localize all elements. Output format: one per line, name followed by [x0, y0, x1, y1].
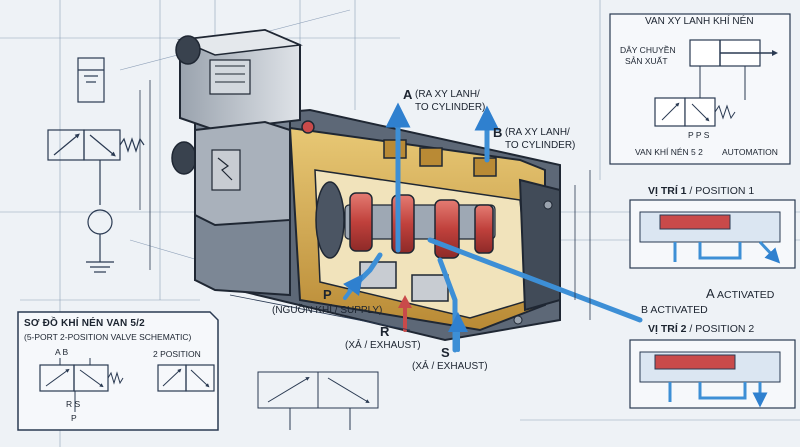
schematic-two-position: 2 POSITION	[153, 349, 201, 359]
exhaust-arrows	[343, 274, 468, 352]
inset-line-label-2: SẢN XUẤT	[625, 56, 668, 66]
a-activated-label: A ACTIVATED	[706, 287, 774, 301]
inset-title: VAN XY LANH KHÍ NÉN	[645, 16, 754, 27]
solenoid-coil	[171, 28, 303, 227]
position-2-rest: / POSITION 2	[686, 323, 755, 335]
position-1-rest: / POSITION 1	[686, 185, 755, 197]
schematic-a-b: A B	[55, 347, 69, 357]
position-2-panel	[629, 339, 796, 409]
schematic-r-s: R S	[66, 399, 81, 409]
port-p-letter: P	[323, 287, 332, 302]
air-flow-paths	[347, 102, 643, 353]
inset-automation: AUTOMATION	[722, 147, 778, 157]
a-activated-text: ACTIVATED	[714, 289, 775, 301]
position-1-label: VỊ TRÍ 1 / POSITION 1	[648, 186, 754, 197]
schematic-title: SƠ ĐỒ KHÍ NÉN VAN 5/2	[24, 318, 145, 329]
port-s-desc: (XẢ / EXHAUST)	[412, 361, 488, 372]
position-2-bold: VỊ TRÍ 2	[648, 323, 687, 335]
inset-ports: P P S	[688, 130, 710, 140]
left-valve-symbol	[47, 57, 145, 273]
cylinder-inset	[609, 13, 791, 165]
port-a-desc: (RA XY LANH/	[415, 89, 480, 100]
schematic-box	[17, 311, 219, 431]
port-s-letter: S	[441, 345, 450, 360]
port-r-letter: R	[380, 324, 390, 339]
port-r-desc: (XẢ / EXHAUST)	[345, 340, 421, 351]
dimension-lines	[139, 80, 591, 331]
port-b-desc2: TO CYLINDER)	[505, 140, 576, 151]
inset-line-label-1: DÂY CHUYỀN	[620, 45, 676, 55]
port-b-desc: (RA XY LANH/	[505, 127, 570, 138]
b-activated-label: B ACTIVATED	[641, 304, 708, 316]
port-a-desc2: TO CYLINDER)	[415, 102, 486, 113]
position-1-panel	[629, 199, 796, 269]
schematic-subtitle: (5-PORT 2-POSITION VALVE SCHEMATIC)	[24, 332, 192, 342]
a-activated-letter: A	[706, 286, 715, 301]
bottom-sketch-symbol	[257, 371, 379, 430]
position-2-label: VỊ TRÍ 2 / POSITION 2	[648, 324, 754, 335]
port-b-letter: B	[493, 125, 503, 140]
schematic-p: P	[71, 413, 77, 423]
port-p-desc: (NGUỒN KHÍ / SUPPLY)	[272, 305, 383, 316]
port-a-letter: A	[403, 87, 413, 102]
position-1-bold: VỊ TRÍ 1	[648, 185, 687, 197]
inset-valve-label: VAN KHÍ NÉN 5 2	[635, 147, 703, 157]
